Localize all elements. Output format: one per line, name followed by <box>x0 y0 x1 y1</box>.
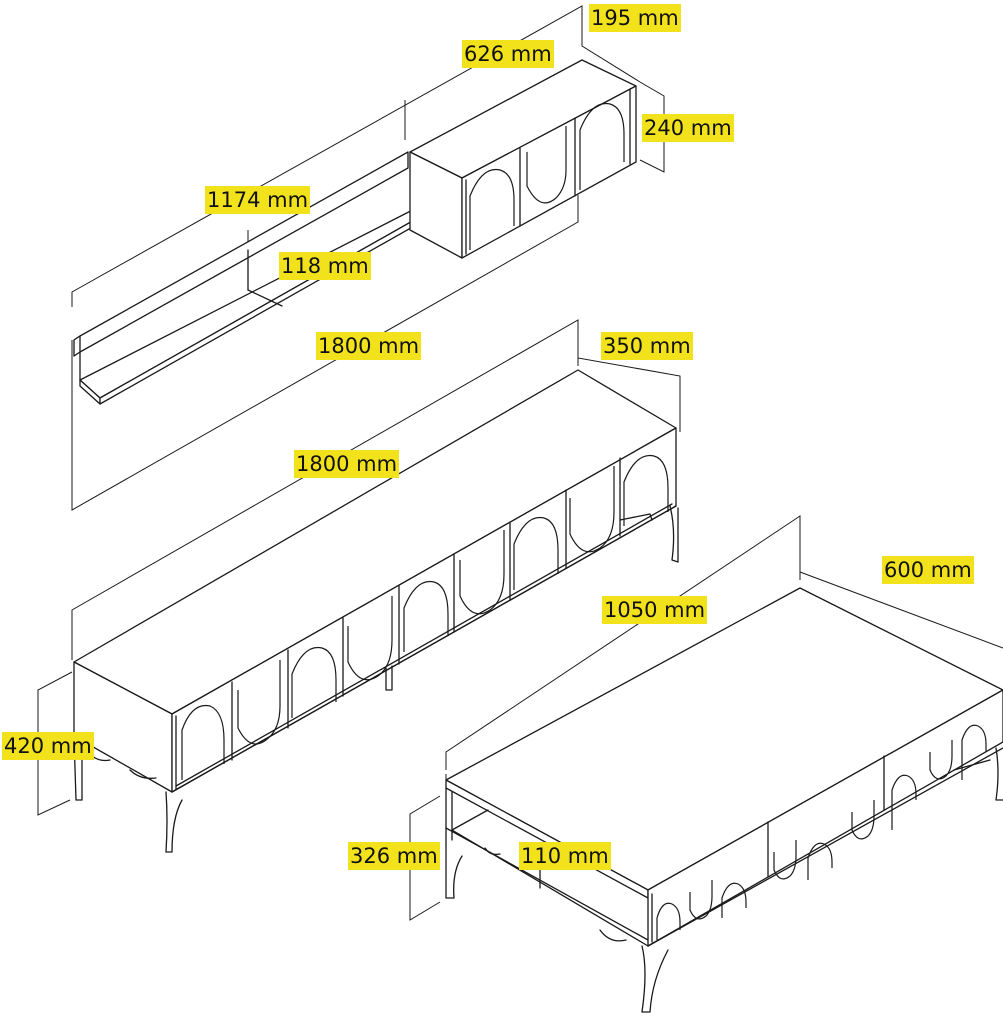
cabinet-width-label: 626 mm <box>462 40 554 68</box>
tv-stand-door-fronts <box>181 454 669 780</box>
coffee-table-shelf-clearance-label: 110 mm <box>519 842 611 870</box>
cabinet-height-label: 240 mm <box>642 114 734 142</box>
coffee-table-arch-panels <box>656 724 987 940</box>
coffee-table-length-label: 1050 mm <box>602 596 708 624</box>
coffee-table-height-label: 326 mm <box>348 842 440 870</box>
coffee-table-width-label: 600 mm <box>882 556 974 584</box>
tv-stand-height-label: 420 mm <box>2 732 94 760</box>
shelf-width-label: 1174 mm <box>205 186 311 214</box>
wall-unit-overall-width-label: 1800 mm <box>316 332 422 360</box>
wall-unit-drawing <box>71 5 665 511</box>
tv-stand-width-label: 1800 mm <box>294 450 400 478</box>
tv-stand-drawing <box>37 319 681 853</box>
shelf-depth-label: 118 mm <box>279 252 371 280</box>
cabinet-depth-label: 195 mm <box>589 4 681 32</box>
coffee-table-drawing <box>409 515 1003 1013</box>
tv-stand-depth-label: 350 mm <box>601 332 693 360</box>
